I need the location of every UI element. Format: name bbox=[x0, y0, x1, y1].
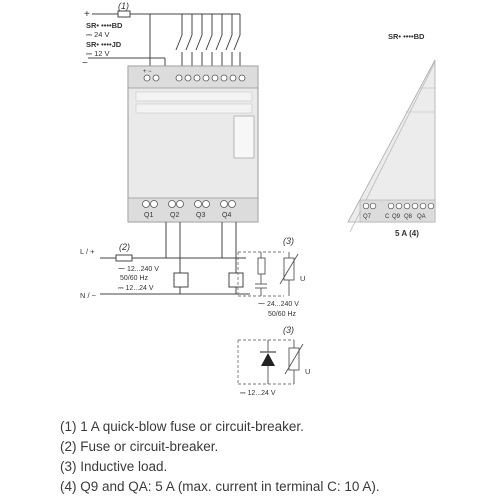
input-switches bbox=[175, 14, 241, 72]
wiring-diagram: + (1) SR• ••••BD ⎓ 24 V SR• ••••JD ⎓ 12 … bbox=[80, 1, 436, 397]
neutral-label: N / − bbox=[80, 291, 97, 300]
load-wiring bbox=[100, 222, 250, 295]
supply-minus-label: − bbox=[82, 58, 88, 69]
supply-plus-label: + bbox=[84, 9, 90, 20]
inductive-ac-voltage: ⁓ 24...240 V bbox=[258, 301, 299, 308]
diode-symbol bbox=[261, 353, 275, 366]
inductive-load-dc bbox=[237, 339, 304, 385]
inductive-dc-u: U bbox=[305, 367, 310, 376]
output-label-q3: Q3 bbox=[196, 212, 205, 219]
module-display-window bbox=[233, 115, 255, 159]
inductive-ac-frequency: 50/60 Hz bbox=[268, 311, 297, 318]
ext-label-qa: QA bbox=[417, 214, 426, 220]
supply-sr-jd-label: SR• ••••JD bbox=[86, 40, 122, 49]
footnote-1: (1) 1 A quick-blow fuse or circuit-break… bbox=[60, 419, 304, 434]
footnote-2: (2) Fuse or circuit-breaker. bbox=[60, 439, 219, 454]
footnote-3: (3) Inductive load. bbox=[60, 459, 168, 474]
inductive-ac-ref: (3) bbox=[283, 236, 294, 246]
input-terminals bbox=[143, 74, 246, 82]
fuse-1-symbol bbox=[117, 10, 131, 18]
logic-module bbox=[127, 65, 259, 223]
output-label-q1: Q1 bbox=[144, 212, 153, 219]
inductive-ac-u: U bbox=[300, 274, 305, 283]
inductive-dc-ref: (3) bbox=[283, 325, 294, 335]
ext-label-c: C bbox=[385, 214, 390, 220]
supply-24v-label: ⎓ 24 V bbox=[86, 30, 110, 39]
fuse-1-ref: (1) bbox=[118, 1, 129, 11]
output-terminals bbox=[142, 200, 236, 208]
output-label-q4: Q4 bbox=[222, 212, 231, 219]
fuse-2-ref: (2) bbox=[119, 242, 130, 252]
relay-coil-1 bbox=[173, 272, 189, 288]
ext-label-q9: Q9 bbox=[392, 214, 401, 220]
fuse-2-symbol bbox=[115, 254, 133, 262]
supply-12v-label: ⎓ 12 V bbox=[86, 49, 110, 58]
footnote-4: (4) Q9 and QA: 5 A (max. current in term… bbox=[60, 479, 380, 494]
supply-sr-bd-label: SR• ••••BD bbox=[86, 21, 123, 30]
output-label-q2: Q2 bbox=[170, 212, 179, 219]
extension-current-note: 5 A (4) bbox=[395, 229, 419, 238]
relay-coil-2 bbox=[228, 272, 244, 288]
load-dc-voltage: ⎓ 12...24 V bbox=[118, 285, 154, 292]
inductive-dc-voltage: ⎓ 12...24 V bbox=[240, 390, 276, 397]
load-ac-voltage: ⁓ 12...240 V bbox=[118, 266, 159, 273]
inductive-load-ac bbox=[237, 251, 299, 297]
extension-terminals bbox=[362, 202, 435, 210]
load-ac-frequency: 50/60 Hz bbox=[120, 275, 149, 282]
footnotes: (1) 1 A quick-blow fuse or circuit-break… bbox=[60, 417, 490, 497]
line-label: L / + bbox=[80, 247, 95, 256]
ext-label-q7: Q7 bbox=[363, 214, 372, 220]
extension-title: SR• ••••BD bbox=[388, 32, 425, 41]
ext-label-q8: Q8 bbox=[404, 214, 413, 220]
module-polarity-marks: + − bbox=[143, 69, 152, 75]
